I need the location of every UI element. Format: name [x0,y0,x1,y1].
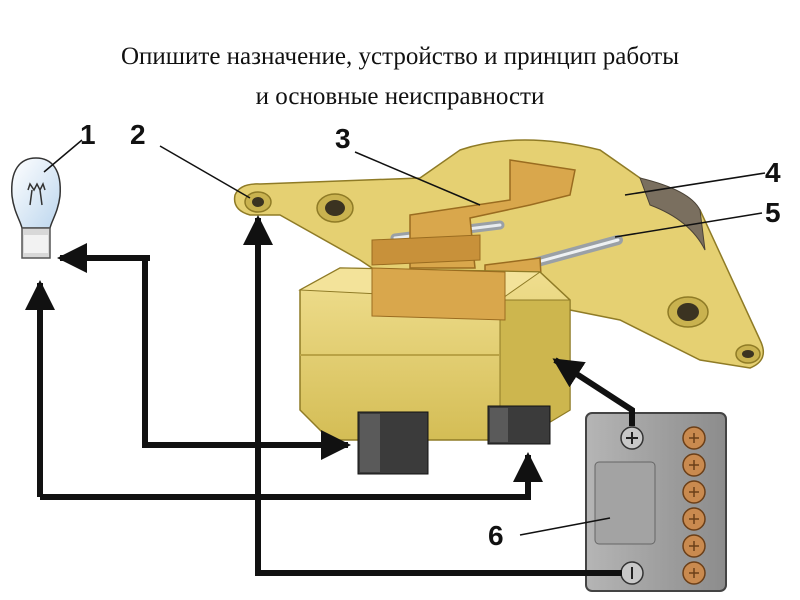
label-5: 5 [765,197,781,228]
battery-plus-icon [620,426,644,450]
label-2: 2 [130,119,146,150]
label-4: 4 [765,157,781,188]
regulator-body [298,267,571,441]
battery-block [585,412,727,592]
label-3: 3 [335,123,351,154]
mounting-plate [233,139,765,369]
title-line-1: Опишите назначение, устройство и принцип… [120,43,680,70]
lamp-icon [11,157,61,259]
leader-lines [43,139,766,536]
label-6: 6 [488,520,504,551]
battery-cell-caps [682,426,706,585]
brushes [357,405,551,475]
wiring [25,215,635,576]
title-line-2: и основные неисправности [255,83,545,110]
battery-minus-icon [620,561,644,585]
label-1: 1 [80,119,96,150]
